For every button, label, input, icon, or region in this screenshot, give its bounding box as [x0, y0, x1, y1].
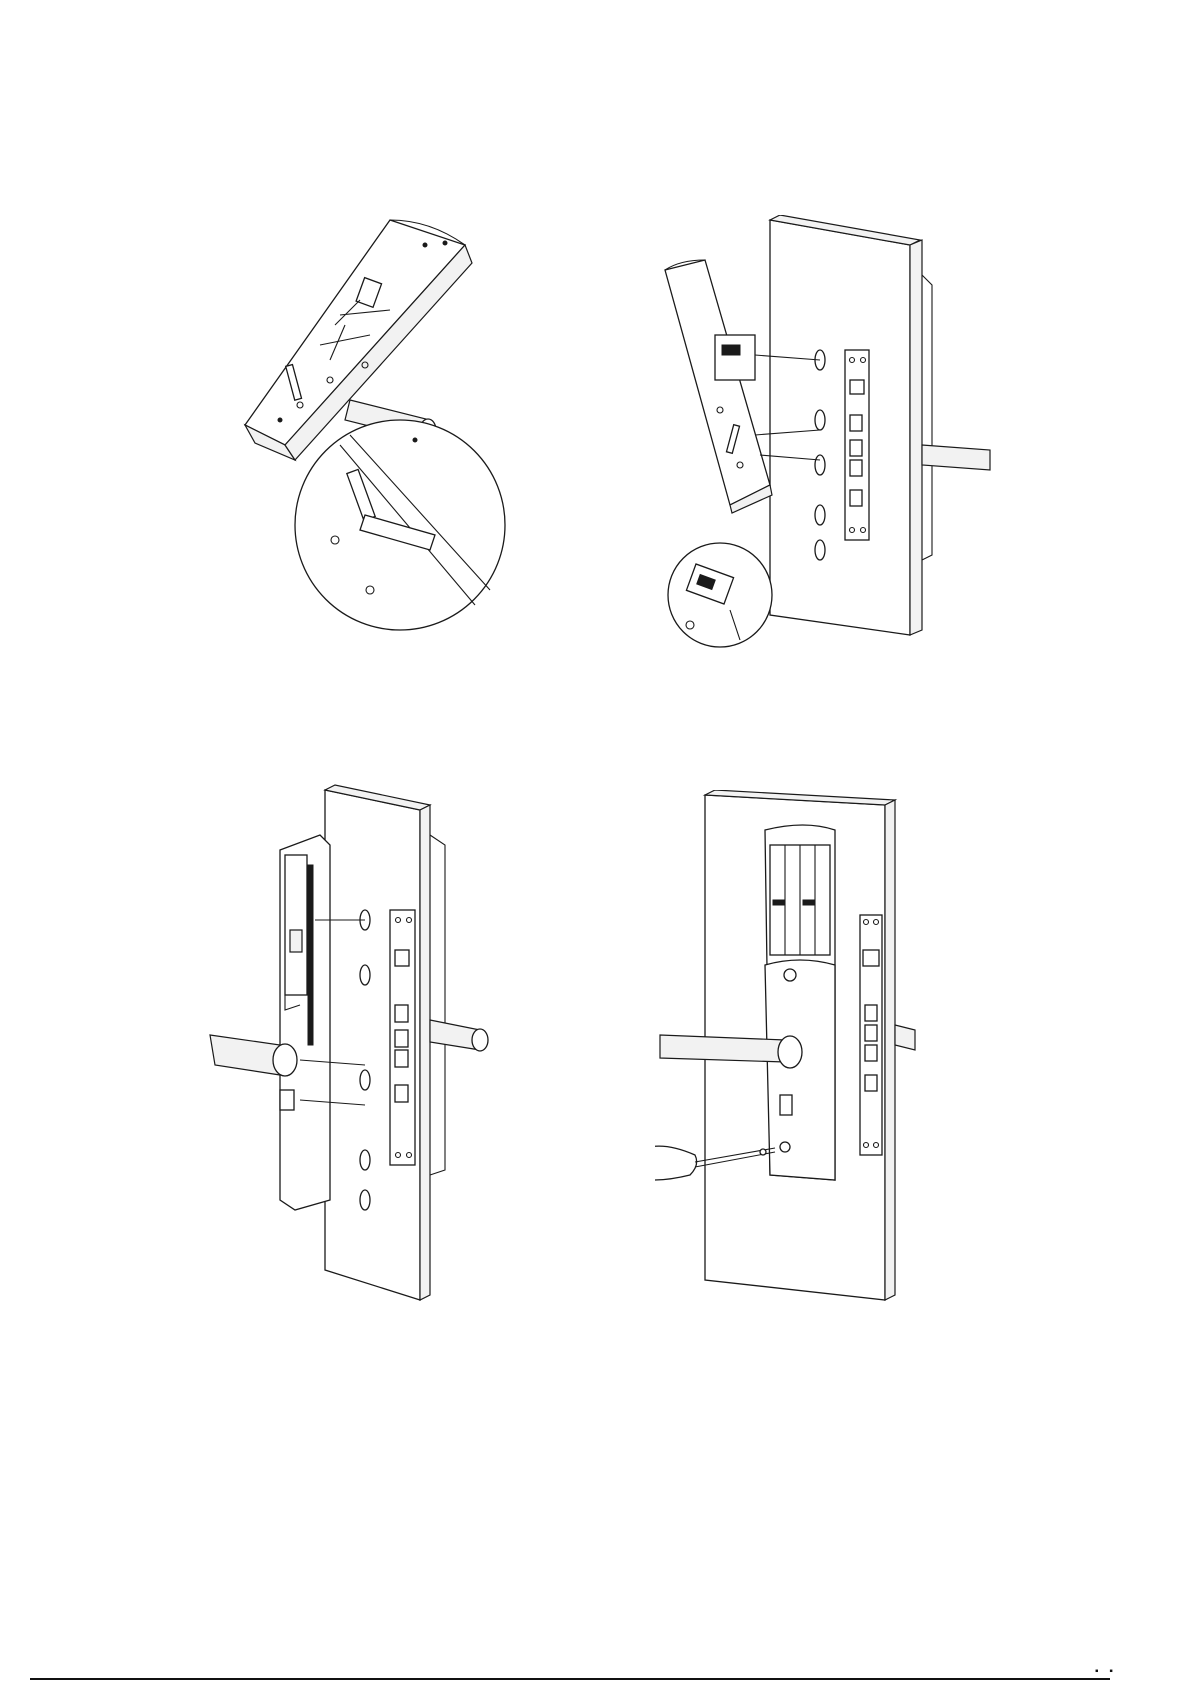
figure-step-1: [230, 205, 530, 655]
figure-step-2: [660, 215, 1000, 650]
figure-step-4: [655, 790, 975, 1310]
screwdriver-fix-screw-icon: [655, 790, 975, 1310]
footer-page-marks: ▪ ▪: [1095, 1666, 1117, 1677]
rear-plate-attach-to-door-icon: [660, 215, 1000, 650]
lock-rear-plate-with-hex-key-icon: [230, 205, 530, 655]
footer-rule: [30, 1678, 1110, 1680]
figure-step-3: [205, 780, 535, 1310]
lock-mounted-front-view-icon: [205, 780, 535, 1310]
